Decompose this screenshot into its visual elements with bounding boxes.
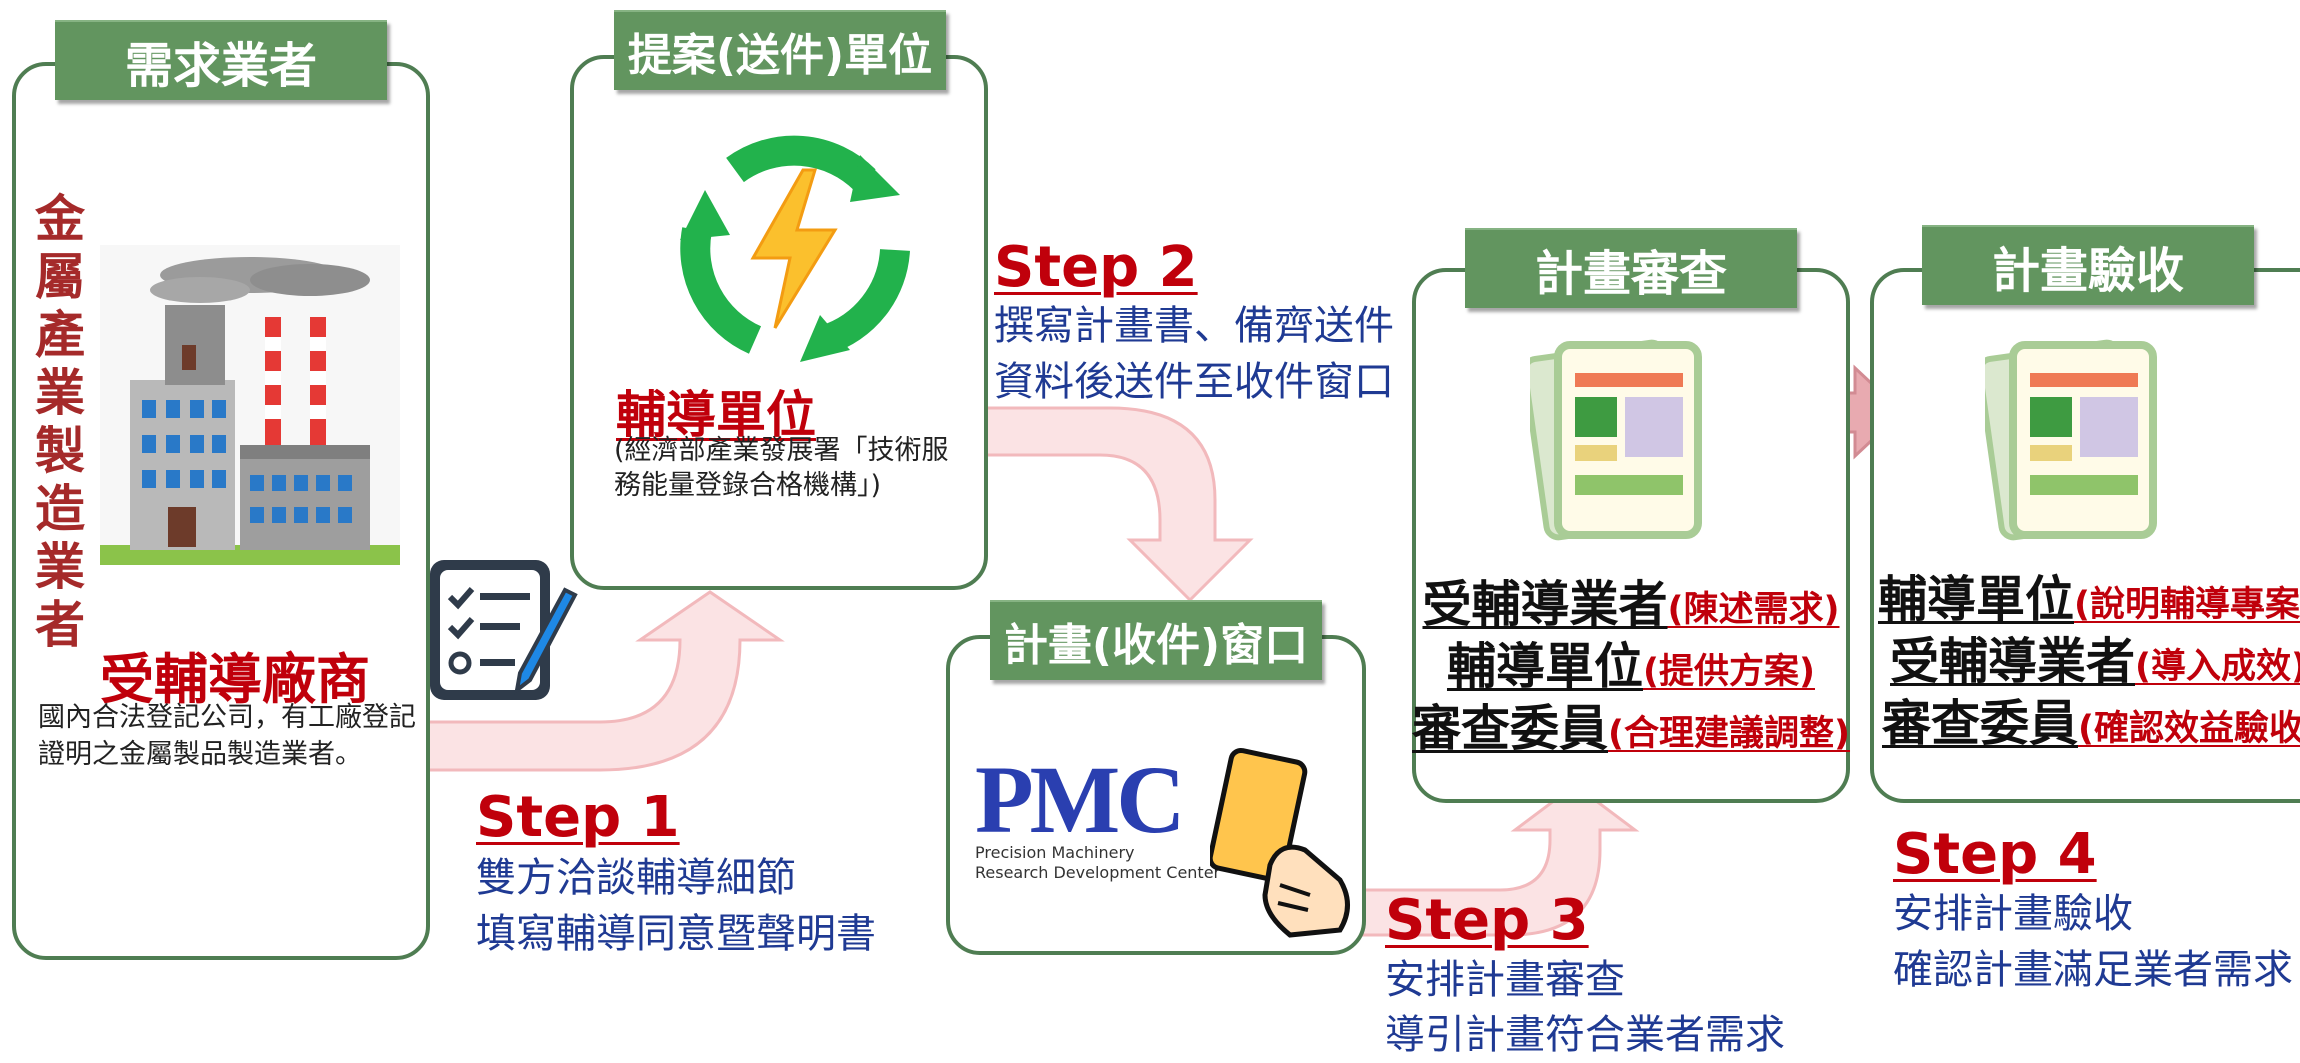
review-document-icon xyxy=(1530,339,1702,541)
acceptance-role-1-name: 輔導單位 xyxy=(1878,571,2075,628)
review-role-2: 輔導單位(提供方案) xyxy=(1412,627,1850,698)
step4-line2: 確認計畫滿足業者需求 xyxy=(1893,947,2293,993)
review-role-3: 審查委員(合理建議調整) xyxy=(1412,689,1850,760)
pmc-logo-text: PMC xyxy=(975,746,1186,853)
acceptance-role-2-name: 受輔導業者 xyxy=(1890,633,2136,690)
demand-title: 受輔導廠商 xyxy=(100,648,370,711)
review-role-1-name: 受輔導業者 xyxy=(1422,576,1668,633)
step3-line2: 導引計畫符合業者需求 xyxy=(1385,1012,1785,1058)
acceptance-role-2: 受輔導業者(導入成效) xyxy=(1890,622,2300,693)
step2-line2: 資料後送件至收件窗口 xyxy=(994,359,1394,405)
pmc-logo: PMC Precision Machinery Research Develop… xyxy=(975,746,1235,885)
proposer-desc-line1: (經濟部產業發展署「技術服 xyxy=(614,435,949,466)
review-role-2-note: (提供方案) xyxy=(1643,652,1815,692)
demand-desc-line1: 國內合法登記公司，有工廠登記 xyxy=(38,702,416,733)
factory-icon xyxy=(100,245,400,565)
acceptance-role-3: 審查委員(確認效益驗收) xyxy=(1882,684,2300,755)
review-tab: 計畫審查 xyxy=(1465,228,1797,308)
step1-line1: 雙方洽談輔導細節 xyxy=(476,855,796,901)
review-role-1-note: (陳述需求) xyxy=(1667,590,1840,630)
pmc-logo-line1: Precision Machinery xyxy=(975,843,1135,862)
acceptance-document-icon xyxy=(1985,339,2157,541)
demand-vertical-text: 金屬產業製造業者 xyxy=(35,190,85,654)
flow-arrow-step1 xyxy=(418,590,785,772)
demand-desc-line2: 證明之金屬製品製造業者。 xyxy=(38,739,362,770)
checklist-pen-icon xyxy=(430,560,578,700)
review-role-2-name: 輔導單位 xyxy=(1446,638,1643,695)
acceptance-role-2-note: (導入成效) xyxy=(2135,647,2300,687)
flow-arrow-step3 xyxy=(1358,783,1640,937)
step2-line1: 撰寫計畫書、備齊送件 xyxy=(994,303,1394,349)
acceptance-role-3-name: 審查委員 xyxy=(1882,695,2079,752)
acceptance-role-1-note: (說明輔導專案) xyxy=(2074,585,2300,625)
flow-arrow-step2 xyxy=(983,406,1254,603)
acceptance-tab: 計畫驗收 xyxy=(1922,225,2254,305)
step4-title: Step 4 xyxy=(1893,822,2097,887)
step3-line1: 安排計畫審查 xyxy=(1385,957,1625,1003)
recycle-energy-icon xyxy=(680,135,910,362)
review-role-3-note: (合理建議調整) xyxy=(1608,714,1851,754)
review-role-1: 受輔導業者(陳述需求) xyxy=(1412,565,1850,636)
acceptance-role-3-note: (確認效益驗收) xyxy=(2078,709,2300,749)
proposer-desc-line2: 務能量登錄合格機構」) xyxy=(614,470,882,501)
demand-tab: 需求業者 xyxy=(55,20,387,100)
step1-title: Step 1 xyxy=(476,785,680,850)
proposer-title: 輔導單位 xyxy=(616,386,816,444)
step4-line1: 安排計畫驗收 xyxy=(1893,891,2133,937)
window-tab: 計畫(收件)窗口 xyxy=(990,600,1322,680)
pmc-logo-line2: Research Development Center xyxy=(975,863,1221,882)
review-role-3-name: 審查委員 xyxy=(1412,700,1609,757)
card-hand-icon xyxy=(1210,747,1350,938)
step2-title: Step 2 xyxy=(994,235,1198,300)
proposer-tab: 提案(送件)單位 xyxy=(614,10,946,90)
step1-line2: 填寫輔導同意暨聲明書 xyxy=(476,911,876,957)
step3-title: Step 3 xyxy=(1385,888,1589,953)
acceptance-role-1: 輔導單位(說明輔導專案) xyxy=(1878,560,2300,631)
